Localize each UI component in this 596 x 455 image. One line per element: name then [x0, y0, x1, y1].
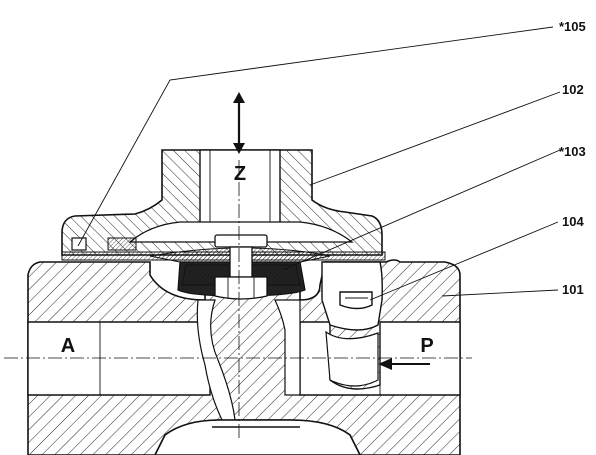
leader-lines [77, 26, 561, 301]
z-flow-arrow [233, 92, 245, 154]
callout-103: *103 [559, 144, 586, 159]
callout-104: 104 [562, 214, 584, 229]
strainer-104 [321, 261, 383, 387]
diaphragm-103 [149, 234, 331, 300]
cover-102 [61, 149, 383, 256]
port-a-label: A [61, 335, 75, 357]
callout-102: 102 [562, 82, 584, 97]
p-flow-arrow [378, 358, 430, 370]
callout-105: *105 [559, 19, 586, 34]
callout-101: 101 [562, 282, 584, 297]
port-p-label: P [420, 335, 433, 357]
port-z-label: Z [234, 163, 246, 185]
